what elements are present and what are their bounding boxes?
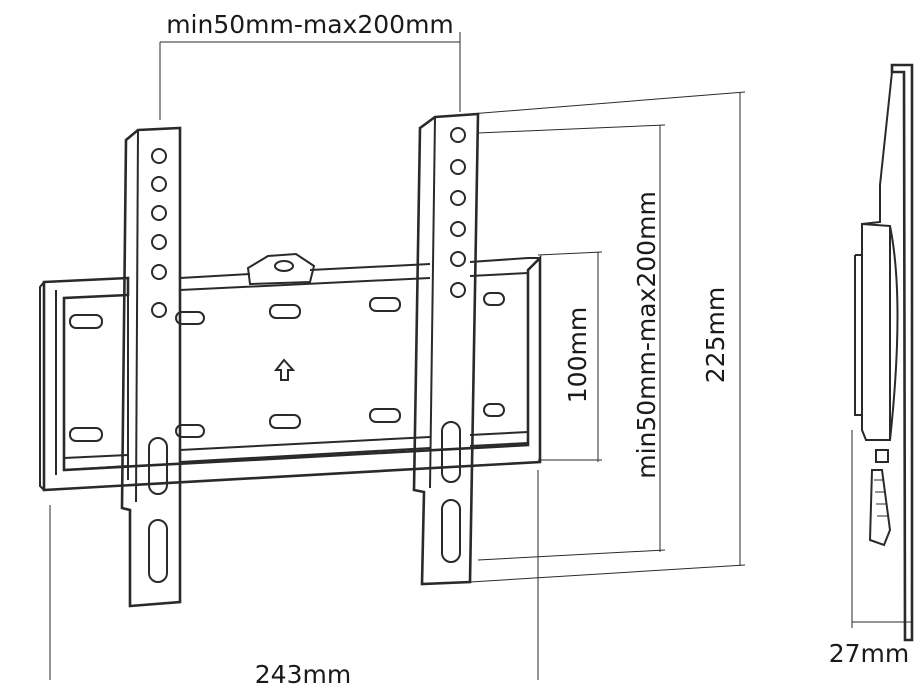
dimension-total-width: 243mm [255, 660, 351, 689]
dimension-total-height: 225mm [701, 287, 730, 383]
dimension-top-width: min50mm-max200mm [166, 10, 454, 39]
up-arrow-icon [273, 358, 296, 381]
dimension-depth: 27mm [829, 639, 910, 668]
dimension-inner-height: 100mm [563, 307, 592, 403]
dimension-lines [49, 32, 913, 680]
wall-plate [39, 254, 542, 492]
right-vertical-arm [412, 112, 480, 586]
side-profile-view [854, 63, 914, 642]
lock-knob-icon [246, 252, 316, 286]
dimension-vesa-height: min50mm-max200mm [632, 191, 661, 479]
left-vertical-arm [120, 126, 182, 608]
